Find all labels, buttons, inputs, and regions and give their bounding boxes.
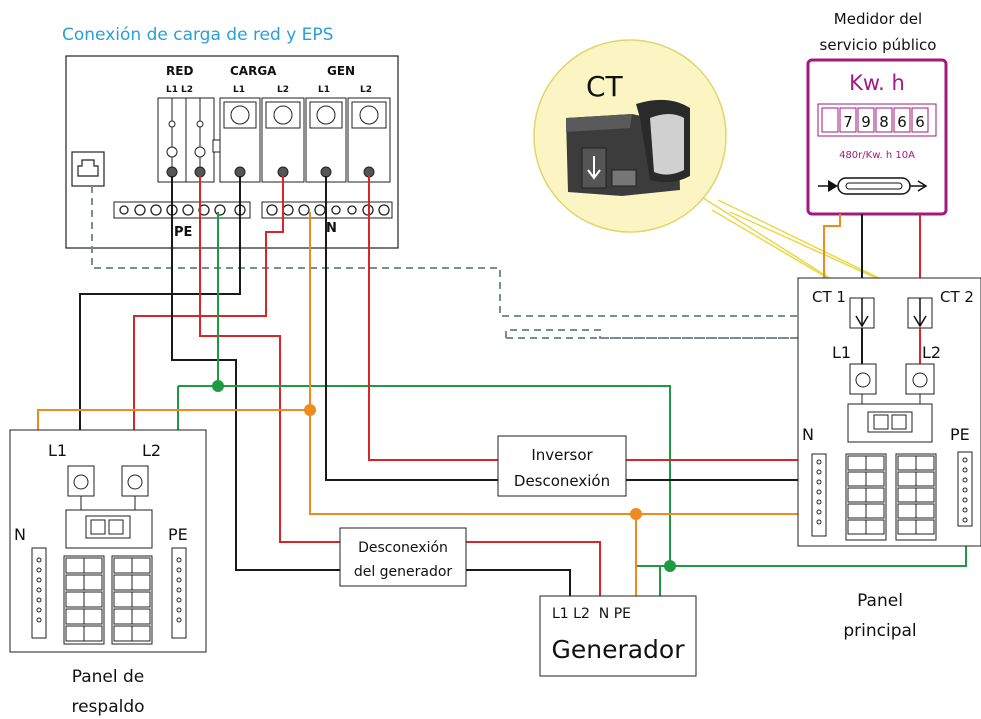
main-breaker-lugs <box>849 328 935 395</box>
generator-disconnect-label: del generador <box>354 564 453 580</box>
main-panel-caption: Panel <box>857 591 903 611</box>
ct-clamp-icon <box>566 99 690 196</box>
inverter-disconnect: Inversor Desconexión <box>497 435 627 497</box>
backup-pe-label: PE <box>168 525 188 544</box>
meter-digit: 6 <box>915 113 925 131</box>
group-label-red: RED <box>166 64 193 78</box>
main-neutral-bar <box>811 453 827 537</box>
ct-label: CT <box>586 70 624 103</box>
backup-breaker-rows <box>63 555 153 645</box>
backup-panel-caption: respaldo <box>71 697 144 717</box>
pe-label: PE <box>174 225 192 240</box>
backup-breaker-lugs <box>65 465 153 549</box>
gen-disc-l1-wire <box>466 569 571 598</box>
n-label: N <box>326 221 337 236</box>
group-label-gen: GEN <box>327 64 355 78</box>
ct-signal-wire <box>91 186 858 317</box>
terminal-label: L2 <box>181 85 193 95</box>
main-panel: CT 1 CT 2 L1 L2 <box>797 277 981 641</box>
meter-digit: 6 <box>897 113 907 131</box>
rj45-port-icon <box>71 151 105 187</box>
ct1-sensor-icon <box>849 297 875 329</box>
terminal-label: L1 <box>166 85 178 95</box>
ground-bus-wire <box>178 385 671 566</box>
generator-disconnect-label: Desconexión <box>358 540 448 556</box>
gen-l2-wire <box>368 176 498 461</box>
group-label-carga: CARGA <box>230 64 277 78</box>
meter-display: 7 9 8 6 6 <box>817 103 937 137</box>
main-ground-bar <box>957 451 973 527</box>
inverter-disconnect-label: Desconexión <box>514 472 610 490</box>
meter-digit: 7 <box>843 113 853 131</box>
ct2-sensor-icon <box>907 297 933 329</box>
grid-l1-wire <box>171 176 340 571</box>
generator-disconnect: Desconexión del generador <box>339 527 467 587</box>
main-breaker-rows <box>845 453 937 541</box>
generator-name: Generador <box>551 635 685 664</box>
generator-terminals: L1 L2 N PE <box>552 606 631 622</box>
backup-ground-bar <box>171 547 187 639</box>
terminal-label: L2 <box>277 85 289 95</box>
meter-rating: 480r/Kw. h 10A <box>839 150 915 161</box>
neutral-wire <box>309 212 637 598</box>
generator: L1 L2 N PE Generador <box>539 595 697 677</box>
pe-busbar <box>113 201 251 219</box>
terminal-label: L1 <box>233 85 245 95</box>
gen-disc-l2-wire <box>466 541 601 598</box>
backup-n-label: N <box>14 525 26 544</box>
terminal-label: L2 <box>360 85 372 95</box>
meter-dial-icon <box>818 177 928 195</box>
main-pe-label: PE <box>950 425 970 444</box>
ct-callout: CT <box>533 39 917 297</box>
grid-l2-wire <box>199 176 340 543</box>
utility-meter: Medidor del servicio público Kw. h 7 9 8… <box>806 10 948 216</box>
backup-l1-label: L1 <box>48 441 67 460</box>
backup-l2-label: L2 <box>142 441 161 460</box>
terminal-label: L1 <box>318 85 330 95</box>
load-l1-wire <box>79 176 241 466</box>
load-l2-wire <box>133 176 284 466</box>
main-l1-label: L1 <box>832 343 851 362</box>
main-panel-caption: principal <box>843 621 916 641</box>
main-n-label: N <box>802 425 814 444</box>
diagram-title: Conexión de carga de red y EPS <box>62 25 333 45</box>
main-breaker <box>847 394 933 443</box>
wire-junctions <box>212 380 676 572</box>
backup-neutral-bar <box>31 547 47 639</box>
inverter-terminal-block: RED CARGA GEN L1 L2 L1 L2 L1 L2 <box>65 55 399 249</box>
meter-caption: Medidor del <box>834 10 922 28</box>
ct1-label: CT 1 <box>812 288 846 306</box>
load-gen-terminals <box>219 97 391 183</box>
ct2-label: CT 2 <box>940 288 974 306</box>
backup-panel: L1 L2 N PE <box>9 429 207 717</box>
gen-l1-wire <box>325 176 498 481</box>
grid-terminals <box>157 97 221 183</box>
meter-digit: 8 <box>879 113 889 131</box>
backup-panel-caption: Panel de <box>72 667 145 687</box>
main-l2-label: L2 <box>922 343 941 362</box>
meter-caption: servicio público <box>820 36 937 54</box>
meter-unit: Kw. h <box>849 71 905 95</box>
inverter-disconnect-label: Inversor <box>531 446 593 464</box>
meter-digit: 9 <box>861 113 871 131</box>
